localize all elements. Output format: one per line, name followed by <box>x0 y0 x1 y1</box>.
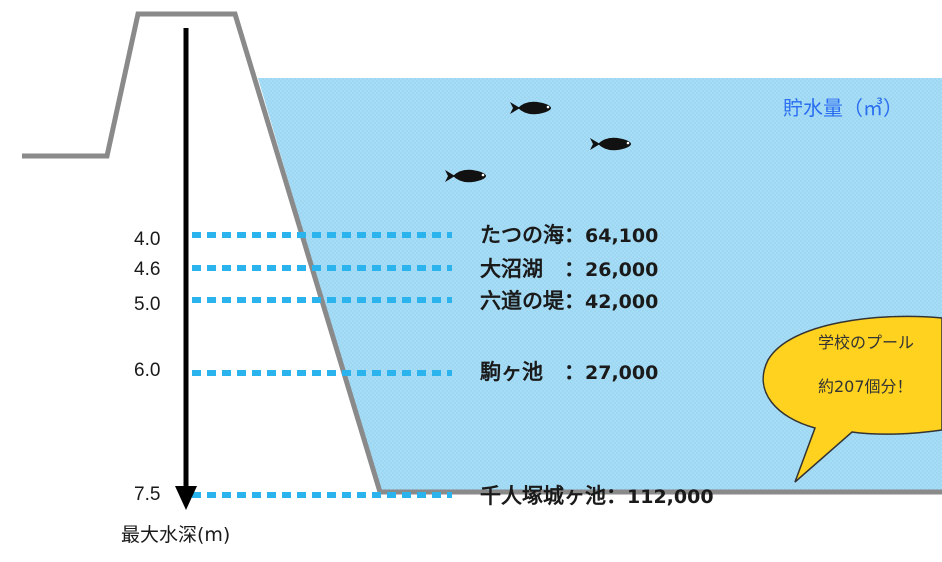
depth-label: 4.0 <box>134 229 161 250</box>
dam-outline <box>22 11 942 495</box>
pond-separator: ： <box>564 257 585 281</box>
pond-name: たつの海 <box>480 223 564 247</box>
pond-label: たつの海：64,100 <box>480 222 658 249</box>
pond-label: 千人塚城ヶ池：112,000 <box>480 483 714 510</box>
pond-separator: ： <box>606 484 627 508</box>
pond-label: 六道の堤：42,000 <box>480 288 658 315</box>
pond-separator: ： <box>564 360 585 384</box>
depth-label: 4.6 <box>134 259 161 280</box>
pond-volume: 26,000 <box>585 259 659 281</box>
pond-separator: ： <box>564 289 585 313</box>
pond-name: 六道の堤 <box>480 289 564 313</box>
pond-name: 千人塚城ヶ池 <box>480 484 606 508</box>
pond-volume: 112,000 <box>627 486 714 508</box>
pond-name: 大沼湖 <box>480 257 564 281</box>
fish-icon <box>590 137 631 151</box>
depth-lines <box>192 232 452 498</box>
fish-icon <box>445 169 486 183</box>
pond-label: 大沼湖 ：26,000 <box>480 256 658 283</box>
pond-name: 駒ヶ池 <box>480 360 564 384</box>
volume-title: 貯水量（㎥） <box>783 96 903 120</box>
depth-label: 6.0 <box>134 360 161 381</box>
depth-axis-title: 最大水深(m) <box>121 524 231 546</box>
depth-label: 7.5 <box>134 484 161 505</box>
pond-volume: 64,100 <box>585 225 659 247</box>
speech-bubble <box>762 315 942 483</box>
pond-volume: 27,000 <box>585 362 659 384</box>
bubble-text-line2: 約207個分！ <box>818 377 913 396</box>
depth-label: 5.0 <box>134 294 161 315</box>
fish-icon <box>510 101 551 115</box>
pond-separator: ： <box>564 223 585 247</box>
depth-arrow-head <box>175 486 197 510</box>
pond-volume: 42,000 <box>585 291 659 313</box>
pond-label: 駒ヶ池 ：27,000 <box>480 359 658 386</box>
bubble-text-line1: 学校のプール <box>818 333 915 352</box>
